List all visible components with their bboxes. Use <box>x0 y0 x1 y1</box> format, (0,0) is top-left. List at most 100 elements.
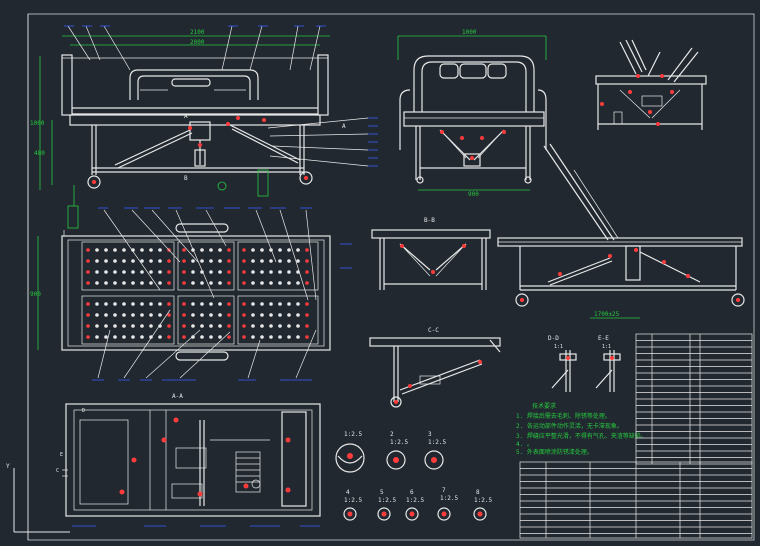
deck-hole <box>104 270 108 274</box>
deck-hole <box>227 302 231 306</box>
deck-hole <box>251 313 255 317</box>
section-e-e-title: E-E <box>598 335 609 342</box>
deck-hole <box>287 313 291 317</box>
deck-hole <box>182 335 186 339</box>
deck-hole <box>200 248 204 252</box>
deck-hole <box>260 270 264 274</box>
deck-hole <box>209 335 213 339</box>
title-block <box>519 461 753 539</box>
deck-hole <box>149 313 153 317</box>
deck-hole <box>158 302 162 306</box>
deck-hole <box>113 270 117 274</box>
detail-2-scale: 1:2.5 <box>390 439 408 446</box>
deck-hole <box>95 259 99 263</box>
deck-hole <box>269 324 273 328</box>
deck-hole <box>182 248 186 252</box>
deck-hole <box>305 281 309 285</box>
deck-hole <box>131 248 135 252</box>
deck-hole <box>86 335 90 339</box>
detail-7-scale: 1:2.5 <box>440 495 458 502</box>
deck-hole <box>182 302 186 306</box>
dim-overall-height: 1000 <box>30 120 45 127</box>
deck-hole <box>251 270 255 274</box>
detail-views: 1:2.5 2 1:2.5 3 1:2.5 4 1:2.5 5 1:2.5 6 … <box>335 431 492 521</box>
detail-6-label: 6 <box>410 489 414 496</box>
deck-hole <box>104 335 108 339</box>
deck-hole <box>158 248 162 252</box>
deck-hole <box>86 281 90 285</box>
note-4: 4. 。 <box>516 441 533 448</box>
deck-hole <box>167 302 171 306</box>
deck-hole <box>260 302 264 306</box>
note-1: 1. 焊接后需去毛刺、除锈等处理。 <box>516 412 611 420</box>
note-3: 3. 焊缝应平整光滑，不得有气孔、夹渣等缺陷。 <box>516 432 647 440</box>
deck-hole <box>218 281 222 285</box>
deck-hole <box>149 270 153 274</box>
note-2: 2. 各运动部件动作灵活，无卡滞现象。 <box>516 422 623 430</box>
deck-hole <box>122 302 126 306</box>
deck-hole <box>191 302 195 306</box>
section-a-a-title: A-A <box>172 393 183 400</box>
dim-end-base: 900 <box>468 191 479 198</box>
section-e-marker-left: E <box>60 452 63 458</box>
deck-hole <box>122 324 126 328</box>
deck-hole <box>242 259 246 263</box>
perspective-sketch <box>595 39 707 130</box>
deck-hole <box>218 259 222 263</box>
deck-hole <box>251 259 255 263</box>
technical-notes: 技术要求 1. 焊接后需去毛刺、除锈等处理。 2. 各运动部件动作灵活，无卡滞现… <box>516 402 647 456</box>
deck-hole <box>209 270 213 274</box>
deck-hole <box>242 313 246 317</box>
deck-hole <box>251 248 255 252</box>
deck-hole <box>287 335 291 339</box>
deck-hole <box>113 313 117 317</box>
deck-hole <box>269 313 273 317</box>
section-c-c-title: C-C <box>428 327 439 334</box>
deck-hole <box>200 313 204 317</box>
deck-hole <box>242 335 246 339</box>
deck-hole <box>113 259 117 263</box>
section-c-c-view: C-C <box>369 327 501 408</box>
deck-hole <box>209 281 213 285</box>
section-d-d-scale: 1:1 <box>554 344 563 350</box>
deck-hole <box>278 335 282 339</box>
deck-hole <box>218 248 222 252</box>
dim-overall-length: 2100 <box>190 29 205 36</box>
deck-hole <box>242 281 246 285</box>
section-label-a-top: A <box>184 113 188 120</box>
deck-hole <box>218 335 222 339</box>
dim-width: 900 <box>30 291 41 298</box>
deck-hole <box>158 335 162 339</box>
deck-hole <box>95 324 99 328</box>
deck-hole <box>209 302 213 306</box>
deck-hole <box>209 324 213 328</box>
ucs-y-label: Y <box>6 463 10 470</box>
deck-hole <box>227 259 231 263</box>
section-d-d-title: D-D <box>548 335 559 342</box>
deck-hole <box>287 302 291 306</box>
deck-hole <box>113 302 117 306</box>
deck-hole <box>167 313 171 317</box>
deck-hole <box>200 281 204 285</box>
deck-hole <box>86 259 90 263</box>
deck-hole <box>140 324 144 328</box>
detail-2-label: 2 <box>390 431 394 438</box>
deck-hole <box>209 313 213 317</box>
deck-hole <box>191 324 195 328</box>
deck-hole <box>131 335 135 339</box>
deck-hole <box>131 302 135 306</box>
deck-hole <box>131 270 135 274</box>
deck-hole <box>191 313 195 317</box>
deck-hole <box>104 259 108 263</box>
section-b-b-title: B-B <box>424 217 435 224</box>
deck-hole <box>158 313 162 317</box>
dim-end-width: 1000 <box>462 29 477 36</box>
deck-hole <box>287 270 291 274</box>
deck-hole <box>278 270 282 274</box>
deck-hole <box>227 270 231 274</box>
deck-hole <box>296 324 300 328</box>
deck-hole <box>182 281 186 285</box>
plan-view: 900 <box>30 207 352 381</box>
